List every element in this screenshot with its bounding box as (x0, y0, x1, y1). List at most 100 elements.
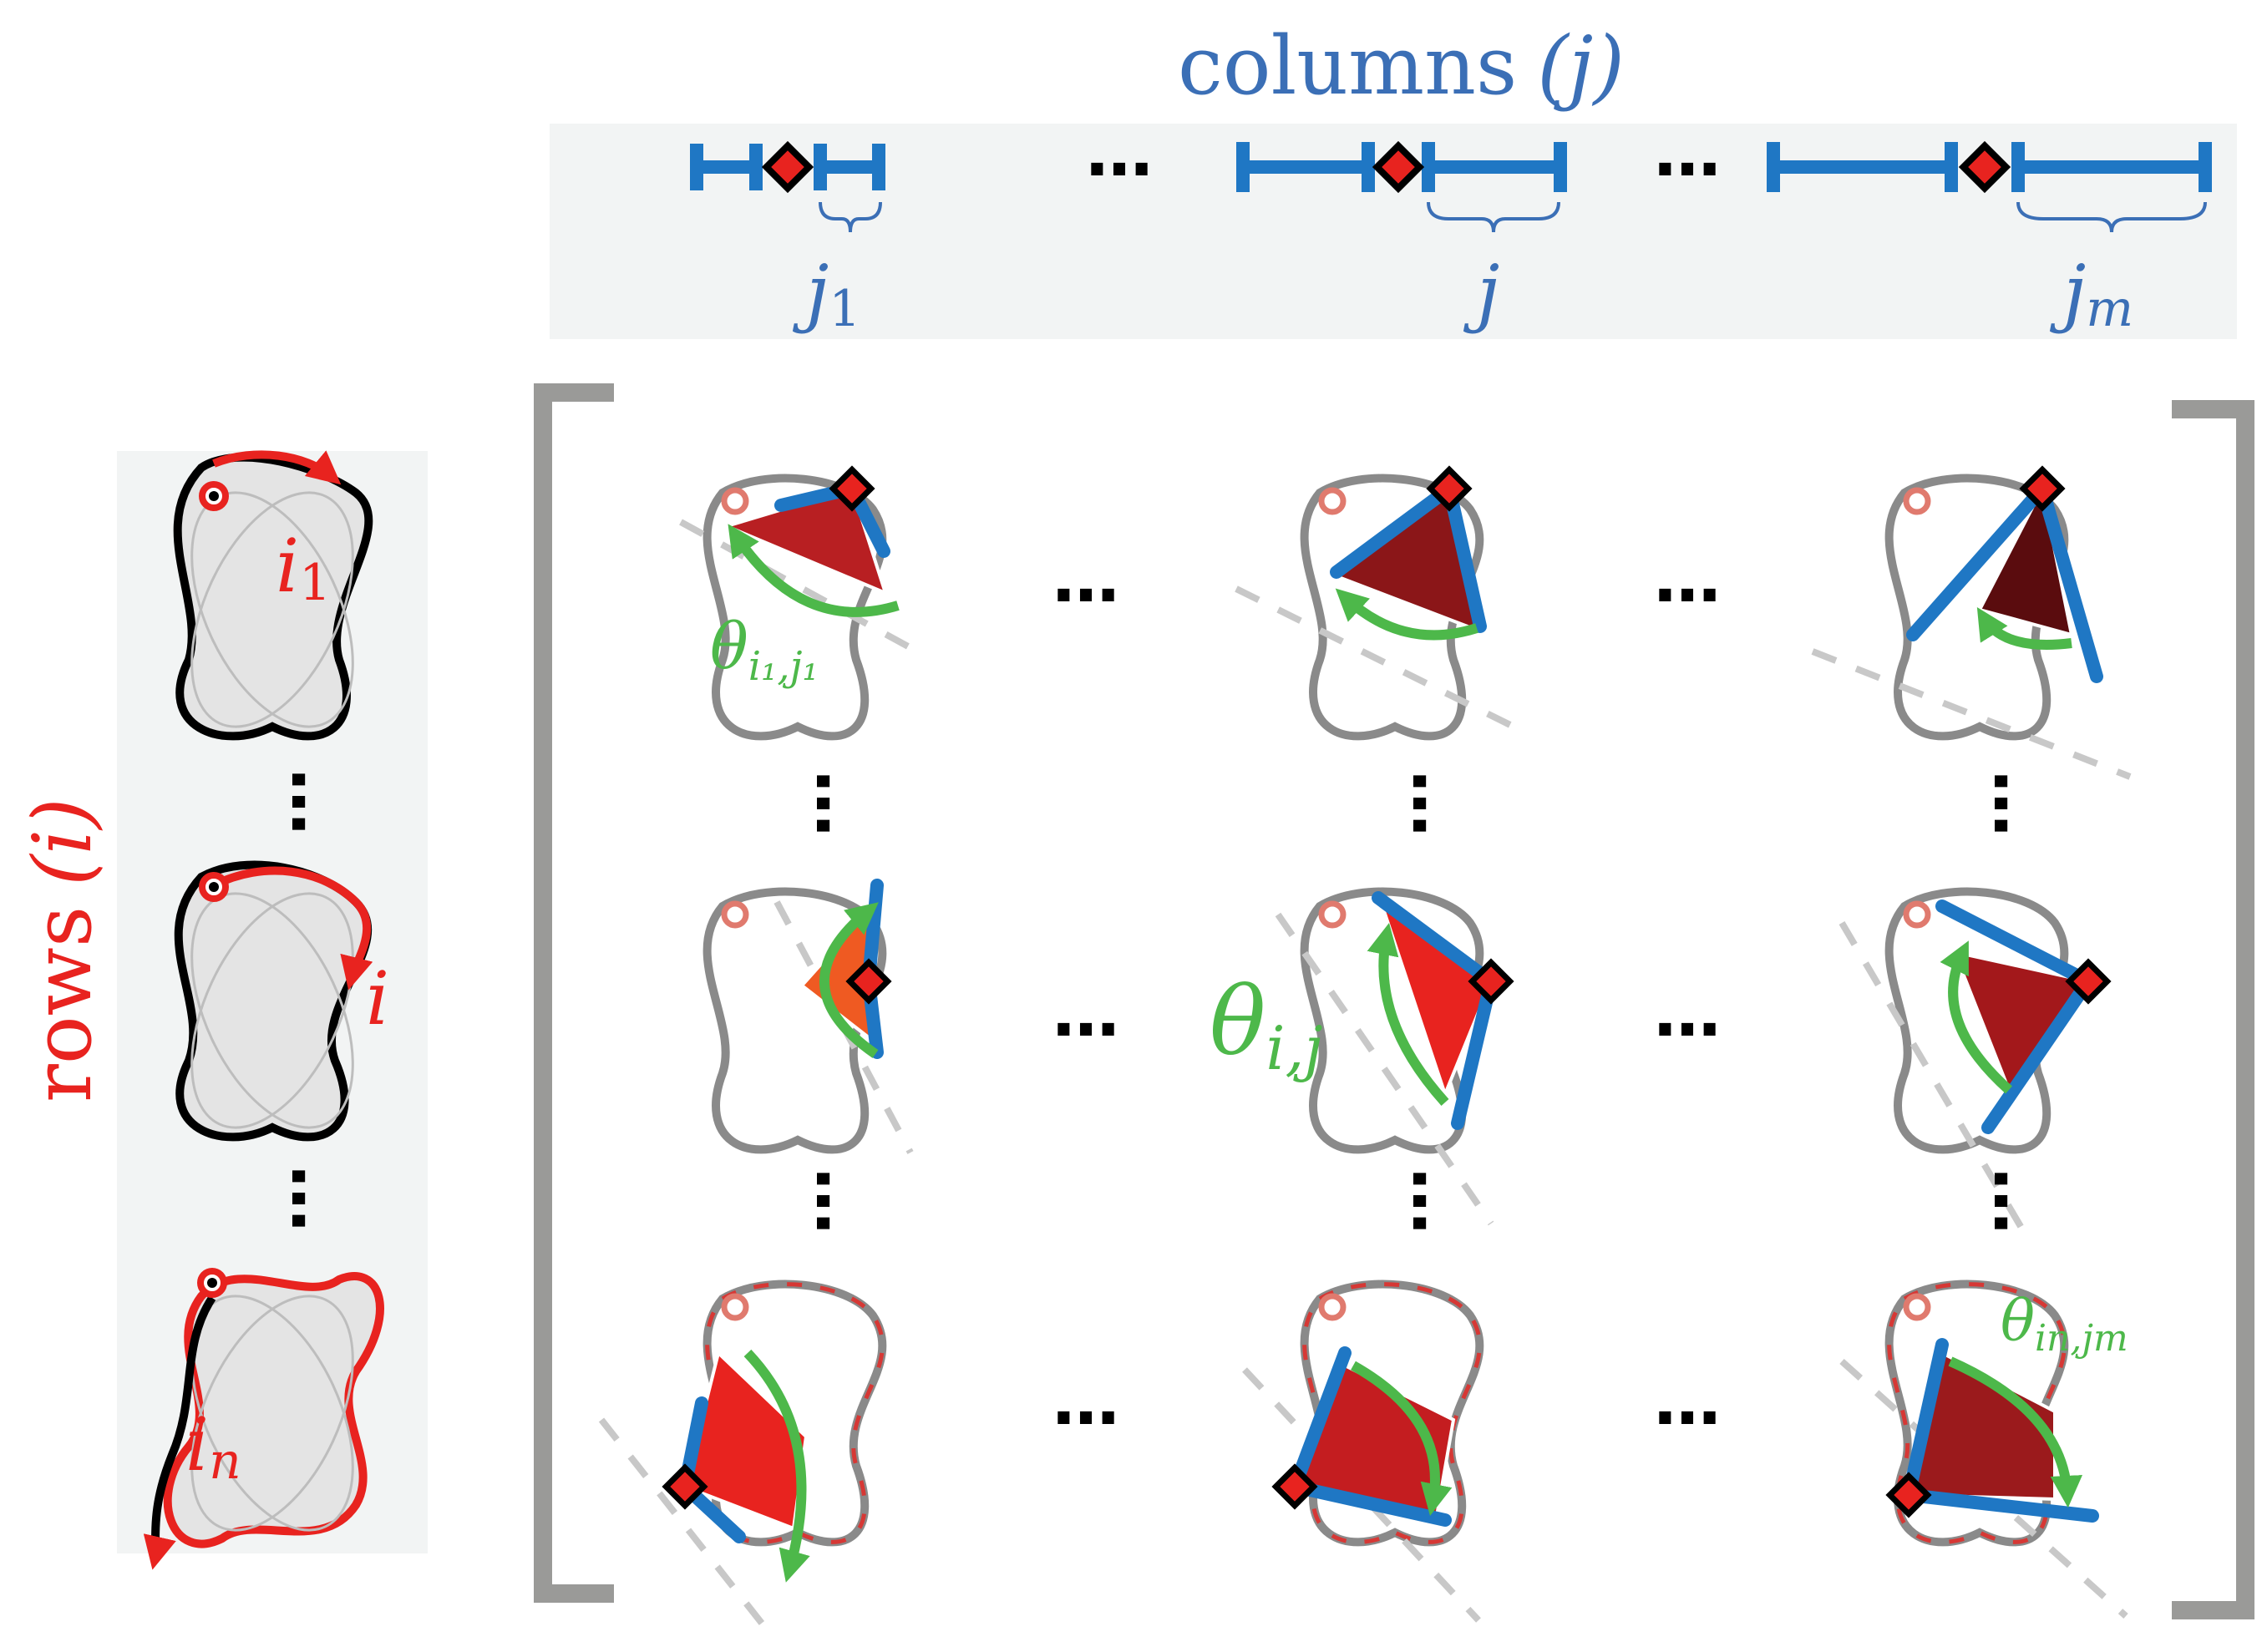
cell-start-point (1903, 487, 1931, 515)
column-segment-group-1 (690, 144, 885, 190)
matrix-bracket-right (2172, 400, 2254, 1619)
rows-ellipsis-2: … (276, 1165, 354, 1232)
ellipsis-r2-c1: … (1052, 974, 1119, 1052)
matrix-bracket-left (534, 383, 614, 1603)
vellipsis-b1: … (801, 1168, 879, 1234)
cell-start-point (1318, 1293, 1347, 1321)
row-curve-3 (143, 1268, 384, 1570)
ellipsis-r1-c1: … (1052, 540, 1119, 617)
column-diamond-1 (761, 140, 814, 194)
cell-angle-arrow (1976, 606, 2072, 650)
cell-segment (1902, 1488, 2099, 1523)
cell-extension-line (1839, 920, 2025, 1230)
cell-start-point (721, 1293, 749, 1321)
cell-outline-dashed (1887, 1282, 2067, 1544)
column-brace-2 (1427, 201, 1560, 233)
matrix-cell-r1-c3 (1811, 465, 2132, 780)
cell-diamond (2065, 958, 2112, 1005)
cell-start-point (1903, 900, 1931, 929)
cell-segment (1330, 482, 1456, 579)
cell-segment (1451, 975, 1498, 1130)
cell-segment (1288, 1346, 1352, 1493)
matrix-cell-r1-c2 (1235, 465, 1515, 741)
cell-diamond (2019, 465, 2066, 512)
columns-title: columns(j) (1178, 19, 1625, 113)
cell-segment (1935, 899, 2095, 988)
matrix-horizontal-ellipses: … … … … … … (1052, 540, 1721, 1440)
matrix-cell-r2-c1 (702, 879, 914, 1154)
cell-diamond (1271, 1463, 1318, 1510)
column-segment-group-3 (1767, 142, 2212, 192)
row-curve-label-1: i1 (276, 523, 331, 612)
column-diamond-2 (1372, 140, 1425, 194)
cell-angle-arrow (1351, 1361, 1453, 1517)
matrix-cell-r3-c1 (598, 1280, 887, 1639)
cell-start-point (1903, 1293, 1931, 1321)
vellipsis-b2: … (1397, 1168, 1475, 1234)
cell-start-point (721, 487, 749, 515)
cell-diamond (829, 465, 875, 512)
cell-start-point (721, 900, 749, 929)
column-brace-3 (2016, 201, 2207, 233)
ellipsis-r3-c2: … (1654, 1362, 1721, 1440)
cell-diamond (662, 1463, 708, 1510)
rows-title: rows(i) (16, 798, 109, 1102)
cell-segment (2036, 482, 2103, 683)
cell-segment (1902, 1338, 1949, 1502)
columns-panel: columns(j) j1 … j … jm (550, 19, 2237, 339)
cell-extension-line (1275, 912, 1494, 1226)
cell-segment (1372, 891, 1498, 988)
ellipsis-r2-c2: … (1654, 974, 1721, 1052)
angle-label-i1-j1: θi₁,j₁ (710, 609, 819, 690)
cell-segment (1981, 975, 2095, 1134)
cell-outline-dashed (705, 1282, 885, 1544)
vellipsis-a3: … (1979, 770, 2057, 837)
matrix-cell-r1-c1 (679, 465, 919, 741)
column-brace-1 (819, 201, 882, 233)
cell-extension-line (1811, 648, 2132, 780)
column-segment-group-2 (1236, 142, 1567, 192)
matrix-cell-r3-c3 (1839, 1280, 2128, 1619)
cell-extension-line (1242, 1367, 1481, 1623)
cell-outline-dashed (1302, 1282, 1482, 1544)
cell-segment (1906, 482, 2049, 641)
cell-segment (1288, 1480, 1452, 1527)
angle-label-in-jm: θin,jm (2001, 1289, 2128, 1360)
cell-diamond (845, 958, 892, 1005)
ellipsis-r3-c1: … (1052, 1362, 1119, 1440)
cell-angle-arrow (1948, 1356, 2083, 1508)
row-curve-label-2: i (366, 955, 389, 1041)
cell-angle-arrow (1367, 922, 1449, 1107)
matrix-cell-r2-c3 (1839, 887, 2112, 1230)
cell-diamond (1468, 958, 1514, 1005)
vellipsis-b3: … (1979, 1168, 2057, 1234)
cell-angle-arrow (1335, 588, 1478, 641)
matrix-cell-r3-c2 (1242, 1280, 1484, 1623)
row-curve-1 (173, 450, 373, 741)
cell-diamond (1885, 1472, 1932, 1518)
cell-segment (1443, 482, 1487, 633)
cell-angle-arrow (728, 524, 900, 617)
column-diamond-3 (1958, 140, 2011, 194)
row-curve-label-3: in (185, 1401, 241, 1491)
column-ellipsis-1: … (1086, 114, 1153, 191)
cell-angle-arrow (743, 1349, 810, 1583)
matrix-cells (598, 465, 2132, 1639)
cell-extension-line (1235, 585, 1515, 730)
cell-start-point (1318, 900, 1347, 929)
cell-angle-arrow (819, 902, 879, 1058)
rows-ellipsis-1: … (276, 768, 354, 835)
rows-panel: rows(i) i1 … i … (16, 450, 428, 1570)
matrix-cell-r2-c2 (1275, 887, 1514, 1226)
matrix-vertical-ellipses: … … … … … … (801, 770, 2057, 1234)
cell-diamond (1426, 465, 1473, 512)
vellipsis-a2: … (1397, 770, 1475, 837)
cell-angle-arrow (1940, 940, 2013, 1094)
cell-start-point (1318, 487, 1347, 515)
column-ellipsis-2: … (1654, 114, 1721, 191)
angle-label-i-j: θi,j (1210, 968, 1323, 1083)
vellipsis-a1: … (801, 770, 879, 837)
row-curve-2 (174, 860, 373, 1142)
ellipsis-r1-c2: … (1654, 540, 1721, 617)
